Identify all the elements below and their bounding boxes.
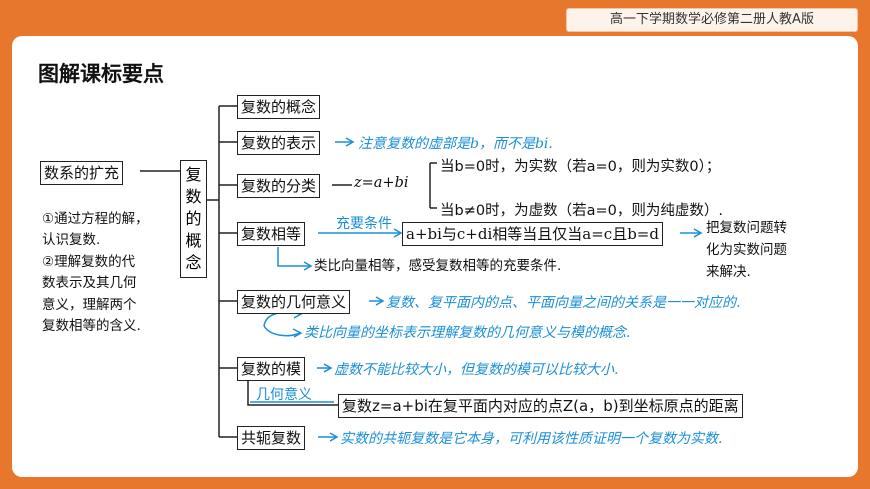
left-note-2: 认识复数. (42, 232, 101, 248)
left-note-4: 数表示及其几何 (42, 275, 137, 291)
number-system-box: 数系的扩充 (40, 161, 124, 185)
conjugate-note: 实数的共轭复数是它本身，可利用该性质证明一个复数为实数. (340, 431, 723, 447)
central-concept-box: 复数的概念 (180, 160, 207, 278)
branch-classification: 复数的分类 (237, 174, 321, 198)
classification-real: 当b=0时，为实数（若a=0，则为实数0）； (440, 159, 721, 175)
left-note-6: 复数相等的含义. (42, 318, 141, 334)
branch-concept: 复数的概念 (237, 95, 321, 119)
geometric-note: 复数、复平面内的点、平面向量之间的关系是一一对应的. (386, 295, 741, 311)
left-note-5: 意义，理解两个 (42, 297, 137, 313)
branch-geometric: 复数的几何意义 (237, 290, 351, 314)
classification-formula: z=a+bi (354, 175, 409, 191)
left-note-1: ①通过方程的解， (42, 211, 149, 227)
equality-condition-box: a+bi与c+di相等当且仅当a=c且b=d (402, 222, 663, 246)
equality-side-note-2: 化为实数问题 (706, 242, 787, 258)
central-concept-label: 复数的概念 (185, 165, 202, 272)
necessary-sufficient-label: 充要条件 (336, 216, 392, 232)
modulus-definition-box: 复数z=a+bi在复平面内对应的点Z(a，b)到坐标原点的距离 (338, 394, 743, 418)
representation-note: 注意复数的虚部是b，而不是bi. (358, 136, 553, 152)
classification-imaginary: 当b≠0时，为虚数（若a=0，则为纯虚数）. (440, 203, 723, 219)
equality-side-note-1: 把复数问题转 (706, 220, 787, 236)
branch-modulus: 复数的模 (237, 357, 306, 381)
branch-equality: 复数相等 (237, 222, 306, 246)
left-note-3: ②理解复数的代 (42, 254, 136, 270)
geometric-meaning-label: 几何意义 (256, 387, 312, 403)
geometric-analogy: 类比向量的坐标表示理解复数的几何意义与模的概念. (304, 325, 631, 341)
branch-conjugate: 共轭复数 (237, 426, 306, 450)
equality-analogy: 类比向量相等，感受复数相等的充要条件. (314, 258, 562, 274)
page-title: 图解课标要点 (38, 62, 164, 86)
course-tag: 高一下学期数学必修第二册人教A版 (566, 8, 858, 32)
branch-representation: 复数的表示 (237, 131, 321, 155)
equality-side-note-3: 来解决. (706, 264, 751, 280)
modulus-note: 虚数不能比较大小，但复数的模可以比较大小. (334, 362, 619, 378)
